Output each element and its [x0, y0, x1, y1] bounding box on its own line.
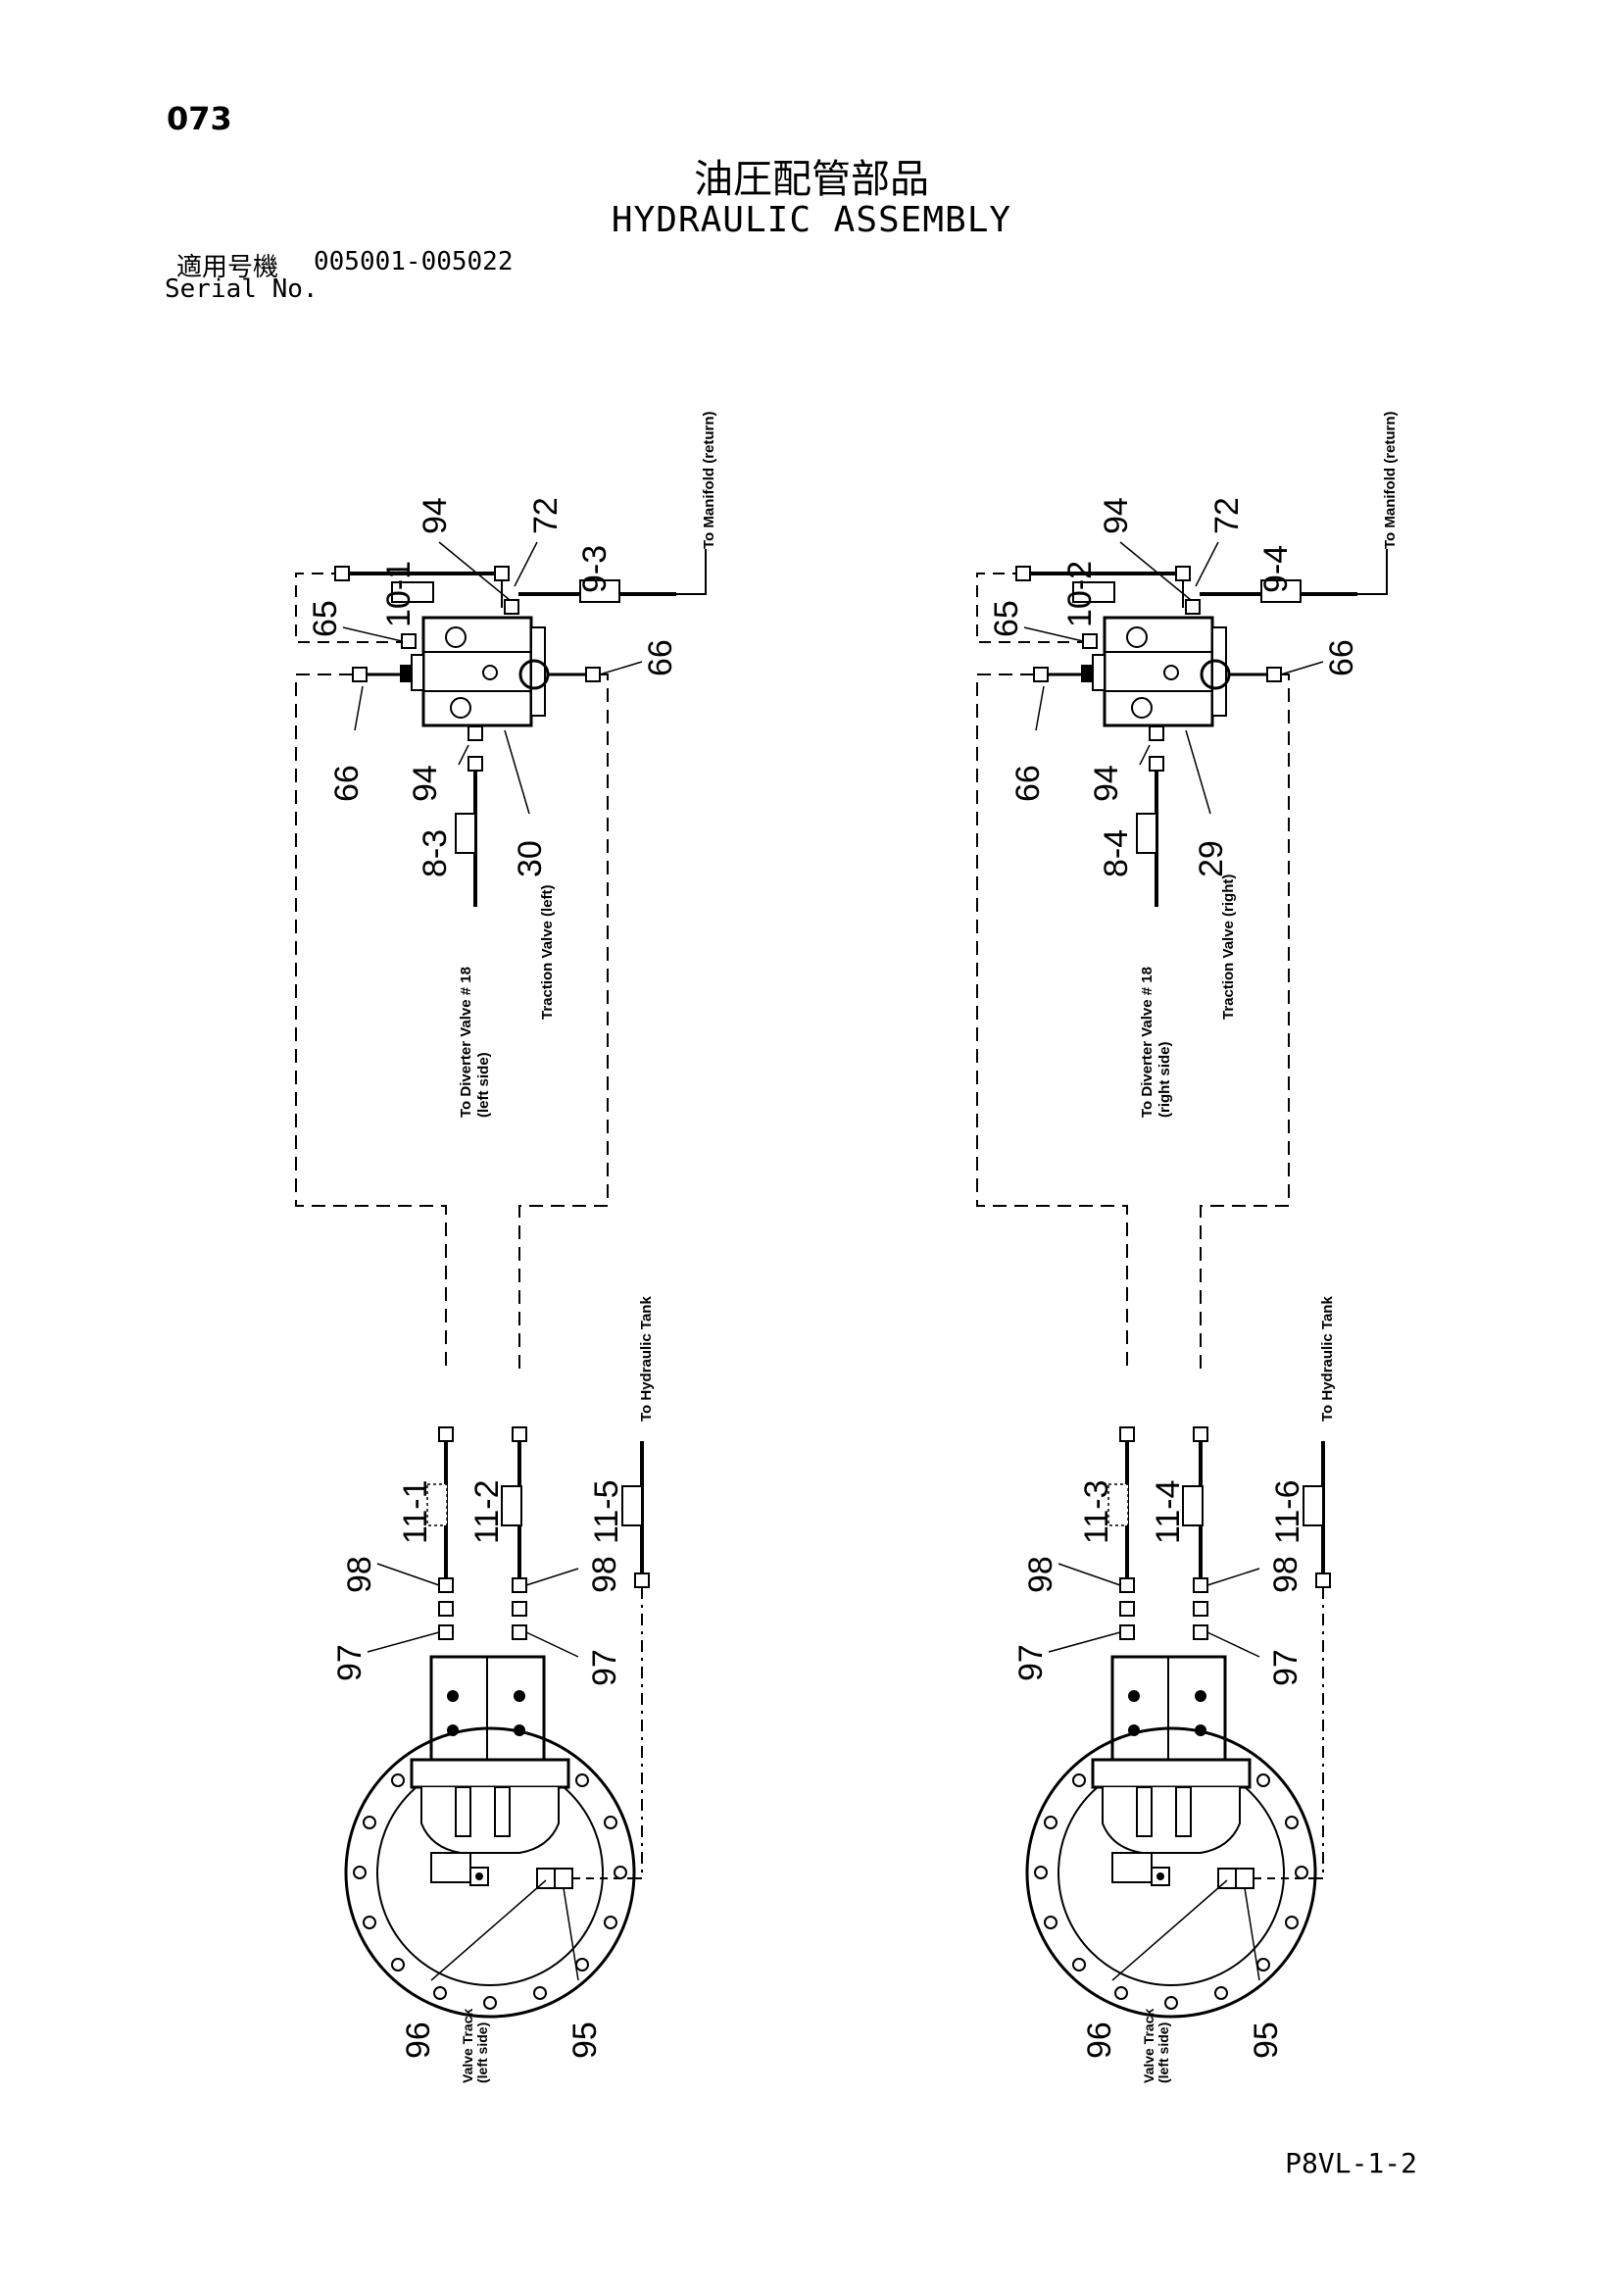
callout-right-94b: 94 — [1088, 765, 1125, 802]
callout-right-96: 96 — [1081, 2021, 1118, 2059]
callout-left-66a: 66 — [642, 639, 679, 676]
callout-right-97b: 97 — [1267, 1649, 1304, 1686]
note-left-track: Valve Track — [460, 2008, 475, 2083]
note-left-diverter-side: (left side) — [475, 1052, 492, 1118]
callout-right-29: 29 — [1193, 840, 1230, 877]
callout-right-98b: 98 — [1267, 1556, 1304, 1593]
note-right-diverter-side: (right side) — [1156, 1041, 1173, 1118]
callout-left-8-3: 8-3 — [417, 829, 454, 877]
callout-left-10-1: 10-1 — [380, 561, 418, 627]
callout-left-11-5: 11-5 — [588, 1479, 625, 1544]
callout-left-11-2: 11-2 — [468, 1479, 506, 1544]
left-assembly-drawing — [294, 540, 708, 2019]
serial-label-english: Serial No. — [165, 275, 319, 304]
note-left-manifold: To Manifold (return) — [701, 411, 717, 549]
right-assembly-drawing — [975, 540, 1389, 2019]
callout-left-11-1: 11-1 — [397, 1479, 434, 1544]
callout-left-96: 96 — [400, 2021, 437, 2059]
callout-right-66a: 66 — [1323, 639, 1360, 676]
callout-left-94a: 94 — [417, 497, 454, 534]
left-assembly-labels: 94 72 9-3 10-1 65 66 66 94 8-3 30 To Man… — [307, 411, 717, 2083]
callout-right-8-4: 8-4 — [1098, 829, 1135, 877]
callout-right-11-4: 11-4 — [1150, 1479, 1187, 1544]
note-right-diverter: To Diverter Valve # 18 — [1139, 967, 1156, 1118]
callout-left-65: 65 — [307, 600, 344, 637]
callout-left-9-3: 9-3 — [576, 545, 614, 593]
note-right-traction: Traction Valve (right) — [1220, 874, 1237, 1020]
note-right-track-side: (left side) — [1156, 2022, 1171, 2083]
note-left-diverter: To Diverter Valve # 18 — [458, 967, 474, 1118]
callout-left-30: 30 — [512, 840, 549, 877]
callout-left-98b: 98 — [586, 1556, 623, 1593]
note-left-traction: Traction Valve (left) — [539, 884, 556, 1020]
callout-right-95: 95 — [1248, 2021, 1285, 2059]
callout-left-95: 95 — [566, 2021, 604, 2059]
title-japanese: 油圧配管部品 — [694, 157, 929, 202]
callout-right-94a: 94 — [1098, 497, 1135, 534]
callout-left-97a: 97 — [331, 1644, 369, 1681]
callout-right-65: 65 — [988, 600, 1025, 637]
serial-range: 005001-005022 — [314, 247, 514, 276]
callout-right-66b: 66 — [1009, 765, 1047, 802]
callout-left-94b: 94 — [407, 765, 444, 802]
callout-right-11-6: 11-6 — [1269, 1479, 1306, 1544]
serial-label-japanese: 適用号機 — [176, 253, 279, 282]
title-english: HYDRAULIC ASSEMBLY — [611, 200, 1012, 240]
callout-left-98a: 98 — [341, 1556, 378, 1593]
callout-right-10-2: 10-2 — [1061, 561, 1099, 627]
right-assembly-labels: 94 72 9-4 10-2 65 66 66 94 8-4 29 To Man… — [988, 411, 1399, 2083]
callout-left-72: 72 — [527, 497, 565, 534]
callout-left-97b: 97 — [586, 1649, 623, 1686]
note-right-manifold: To Manifold (return) — [1382, 411, 1399, 549]
callout-right-11-3: 11-3 — [1078, 1479, 1115, 1544]
page-number: 073 — [167, 100, 232, 137]
callout-left-66b: 66 — [328, 765, 366, 802]
note-right-track: Valve Track — [1141, 2008, 1156, 2083]
note-left-track-side: (left side) — [474, 2022, 490, 2083]
callout-right-72: 72 — [1208, 497, 1246, 534]
note-right-tank: To Hydraulic Tank — [1319, 1296, 1336, 1422]
note-left-tank: To Hydraulic Tank — [638, 1296, 655, 1422]
footer-code: P8VL-1-2 — [1285, 2147, 1417, 2179]
callout-right-97a: 97 — [1012, 1644, 1050, 1681]
callout-right-98a: 98 — [1022, 1556, 1059, 1593]
callout-right-9-4: 9-4 — [1257, 545, 1295, 593]
